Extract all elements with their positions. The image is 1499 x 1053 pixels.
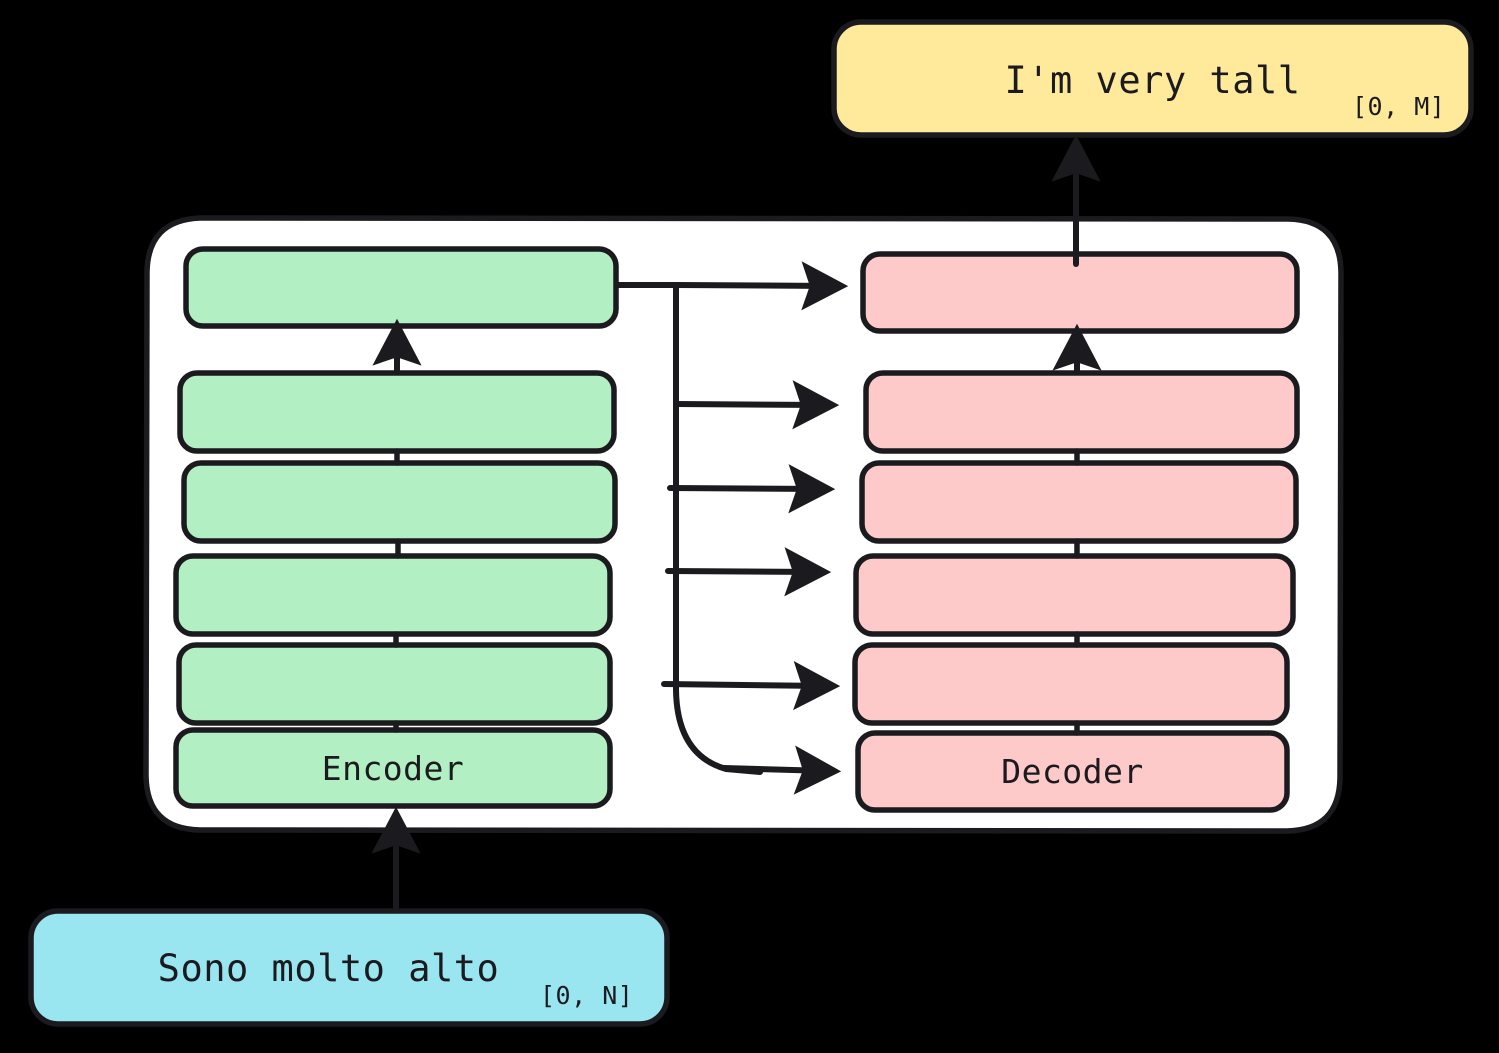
decoder-layer-1[interactable] — [855, 730, 1290, 813]
encoder-layer-6[interactable] — [183, 246, 619, 329]
cross-attention-arrow-3[interactable] — [665, 547, 832, 597]
decoder-layer-3[interactable] — [853, 553, 1296, 637]
decoder-layer-2[interactable] — [852, 642, 1290, 726]
cross-attention-bus — [615, 261, 849, 795]
input-node-range: [0, N] — [540, 981, 634, 1010]
cross-attention-arrow-5[interactable] — [673, 380, 840, 430]
cross-attention-trunk — [615, 282, 763, 775]
cross-attention-arrow-2[interactable] — [661, 660, 841, 711]
decoder-stack — [852, 251, 1300, 813]
cross-attention-arrow-4[interactable] — [667, 464, 836, 514]
encoder-layer-2[interactable] — [176, 642, 613, 726]
encoder-layer-3[interactable] — [173, 553, 613, 637]
encoder-layer-1[interactable] — [173, 727, 613, 809]
input-node[interactable] — [28, 908, 670, 1027]
output-node-range: [0, M] — [1352, 92, 1446, 121]
decoder-layer-4[interactable] — [859, 460, 1299, 544]
decoder-layer-5[interactable] — [863, 370, 1300, 454]
cross-attention-arrow-6[interactable] — [673, 261, 849, 311]
decoder-layer-6[interactable] — [860, 251, 1300, 334]
encoder-layer-4[interactable] — [181, 460, 618, 544]
encoder-internal-connectors — [372, 318, 422, 733]
output-node[interactable] — [831, 19, 1474, 138]
cross-attention-arrow-1[interactable] — [721, 745, 842, 795]
encoder-layer-5[interactable] — [177, 370, 617, 454]
